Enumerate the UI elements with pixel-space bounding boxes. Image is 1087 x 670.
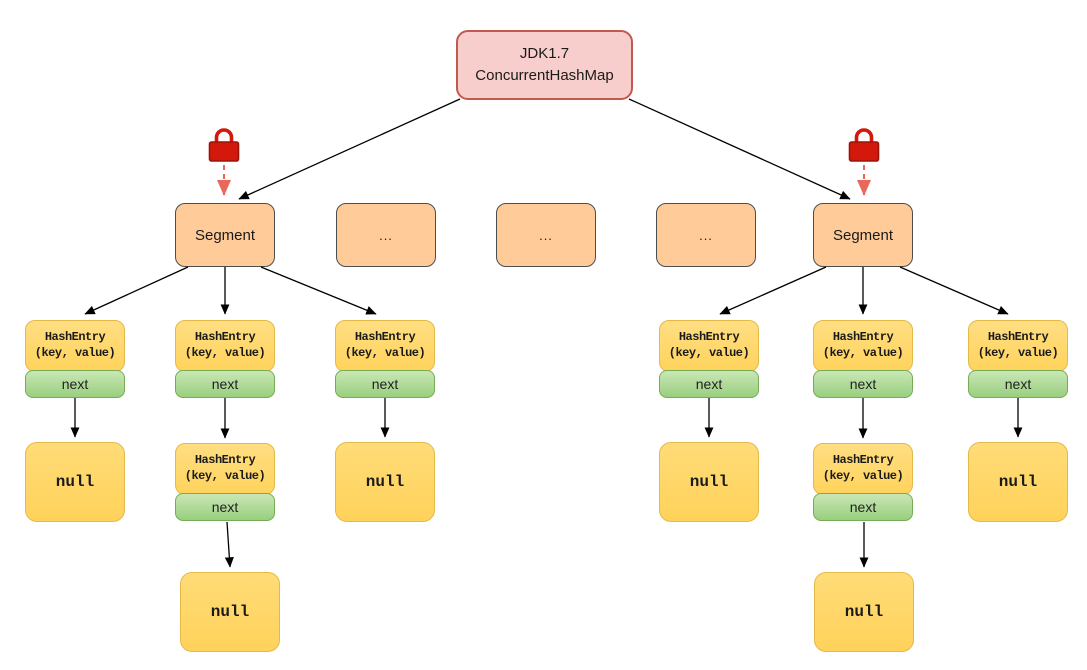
null-label: null: [365, 473, 405, 491]
next-pointer: next: [25, 370, 125, 398]
segment-ellipsis-node-2: ...: [496, 203, 596, 267]
root-title-line1: JDK1.7: [519, 45, 570, 63]
ellipsis-label: ...: [379, 227, 393, 243]
null-node-right-2-tail: null: [814, 572, 914, 652]
hashentry-body: HashEntry (key, value): [813, 443, 913, 495]
next-pointer: next: [335, 370, 435, 398]
hashentry-label-line2: (key, value): [822, 469, 904, 483]
next-label: next: [371, 376, 399, 392]
hashentry-label-line2: (key, value): [822, 346, 904, 360]
hashentry-label-line1: HashEntry: [194, 453, 256, 468]
hashentry-label-line2: (key, value): [34, 346, 116, 360]
hashentry-label-line2: (key, value): [668, 346, 750, 360]
segment-label: Segment: [832, 226, 894, 244]
hashentry-node-right-1: HashEntry (key, value) next: [659, 320, 759, 398]
next-pointer: next: [175, 493, 275, 521]
hashentry-label-line1: HashEntry: [354, 330, 416, 345]
next-pointer: next: [813, 370, 913, 398]
null-label: null: [210, 603, 250, 621]
null-node-left-3: null: [335, 442, 435, 522]
next-pointer: next: [968, 370, 1068, 398]
hashentry-label-line1: HashEntry: [987, 330, 1049, 345]
null-node-left-2-tail: null: [180, 572, 280, 652]
hashentry-node-left-2: HashEntry (key, value) next: [175, 320, 275, 398]
next-label: next: [849, 376, 877, 392]
hashentry-label-line2: (key, value): [184, 469, 266, 483]
next-pointer: next: [813, 493, 913, 521]
null-label: null: [55, 473, 95, 491]
hashentry-body: HashEntry (key, value): [25, 320, 125, 372]
lock-arrows: [217, 165, 871, 196]
hashentry-body: HashEntry (key, value): [813, 320, 913, 372]
hashentry-label-line1: HashEntry: [44, 330, 106, 345]
hashentry-body: HashEntry (key, value): [175, 443, 275, 495]
hashentry-node-left-3: HashEntry (key, value) next: [335, 320, 435, 398]
segment-ellipsis-node-1: ...: [336, 203, 436, 267]
null-label: null: [998, 473, 1038, 491]
next-pointer: next: [659, 370, 759, 398]
ellipsis-label: ...: [539, 227, 553, 243]
hashentry-label-line2: (key, value): [977, 346, 1059, 360]
segment-node-right: Segment: [813, 203, 913, 267]
hashentry-body: HashEntry (key, value): [968, 320, 1068, 372]
next-pointer: next: [175, 370, 275, 398]
hashentry-node-left-1: HashEntry (key, value) next: [25, 320, 125, 398]
hashentry-label-line1: HashEntry: [194, 330, 256, 345]
null-node-right-3: null: [968, 442, 1068, 522]
hashentry-node-right-2: HashEntry (key, value) next: [813, 320, 913, 398]
next-label: next: [849, 499, 877, 515]
hashentry-label-line2: (key, value): [344, 346, 426, 360]
hashentry-node-right-3: HashEntry (key, value) next: [968, 320, 1068, 398]
next-label: next: [211, 376, 239, 392]
lock-icon: [208, 128, 240, 162]
hashentry-body: HashEntry (key, value): [659, 320, 759, 372]
segment-ellipsis-node-3: ...: [656, 203, 756, 267]
hashentry-node-right-2-chained: HashEntry (key, value) next: [813, 443, 913, 521]
hashentry-body: HashEntry (key, value): [335, 320, 435, 372]
null-label: null: [844, 603, 884, 621]
hashentry-node-left-2-chained: HashEntry (key, value) next: [175, 443, 275, 521]
null-label: null: [689, 473, 729, 491]
ellipsis-label: ...: [699, 227, 713, 243]
null-node-right-1: null: [659, 442, 759, 522]
next-label: next: [61, 376, 89, 392]
segment-node-left: Segment: [175, 203, 275, 267]
hashentry-label-line2: (key, value): [184, 346, 266, 360]
root-title-line2: ConcurrentHashMap: [475, 67, 614, 84]
hashentry-label-line1: HashEntry: [678, 330, 740, 345]
hashentry-body: HashEntry (key, value): [175, 320, 275, 372]
hashentry-label-line1: HashEntry: [832, 330, 894, 345]
next-label: next: [211, 499, 239, 515]
null-node-left-1: null: [25, 442, 125, 522]
segment-label: Segment: [194, 226, 256, 244]
lock-icon: [848, 128, 880, 162]
next-label: next: [1004, 376, 1032, 392]
hashentry-label-line1: HashEntry: [832, 453, 894, 468]
next-label: next: [695, 376, 723, 392]
root-node-jdk17-concurrenthashmap: JDK1.7 ConcurrentHashMap: [456, 30, 633, 100]
